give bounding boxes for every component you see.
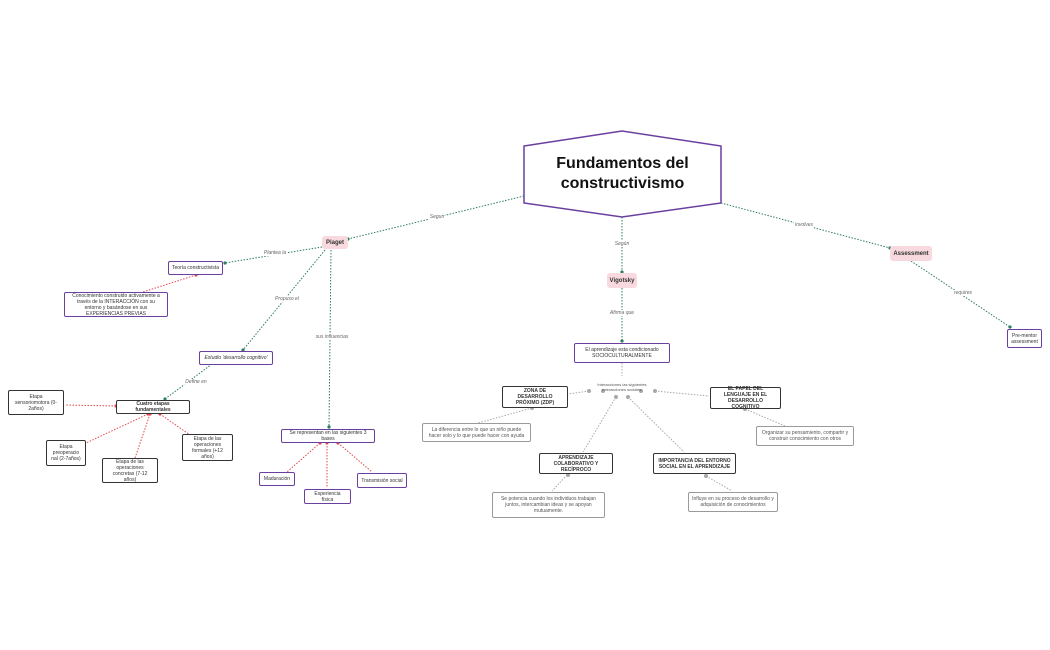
node-zdp[interactable]: ZONA DE DESARROLLO PRÓXIMO (ZDP) (502, 386, 568, 408)
label-segun-center: Según (613, 241, 631, 247)
main-topic-title[interactable]: Fundamentos del constructivismo (556, 155, 689, 192)
link-piaget-estudio (242, 249, 326, 351)
link-inter-entorno (627, 396, 685, 453)
node-piaget[interactable]: Piaget (322, 236, 348, 249)
link-estudio-cuatro (164, 363, 213, 400)
link-bases-transmision (337, 442, 373, 473)
label-define-en: Define en (184, 379, 208, 385)
label-afirma-que: Afirma que (608, 310, 636, 316)
node-transmision-social[interactable]: Transmisión social (357, 473, 407, 488)
node-teoria-constructivista[interactable]: Teoría constructivista (168, 261, 223, 275)
node-vigotsky[interactable]: Vigotsky (607, 273, 637, 288)
label-segun-left: Segun (428, 214, 446, 220)
node-experiencia-fisica[interactable]: Experiencia física (304, 489, 351, 504)
link-teoria-conocimiento (142, 274, 197, 293)
link-inter-lenguaje (654, 390, 710, 397)
node-zdp-desc[interactable]: La diferencia entre lo que un niño puede… (422, 423, 531, 442)
node-colaborativo[interactable]: APRENDIZAJE COLABORATIVO Y RECÍPROCO (539, 453, 613, 474)
link-cuatro-concretas (134, 413, 151, 459)
link-cuatro-sensoriomotora (65, 404, 117, 407)
node-aprendizaje-condicionado[interactable]: El aprendizaje esta condicionado SOCIOCU… (574, 343, 670, 363)
link-cuatro-formales (159, 413, 191, 436)
node-estudio-desarrollo[interactable]: Estudio 'desarrollo cognitivo' (199, 351, 273, 365)
link-inter-colaborativo (582, 396, 617, 453)
label-plantea-la: Plantea la (262, 250, 288, 256)
node-etapa-concretas[interactable]: Etapa de las operaciones concretas (7-12… (102, 458, 158, 483)
node-colaborativo-desc[interactable]: Se potencia cuando los individuos trabaj… (492, 492, 605, 518)
link-zdp-desc (477, 407, 533, 424)
label-propuso-el: Propuso el (274, 296, 300, 302)
node-etapa-preoperacional[interactable]: Etapa preoperacio nal (2-7años) (46, 440, 86, 466)
label-interacciones: Interacciones las siguientes interaccion… (597, 381, 647, 392)
node-etapa-formales[interactable]: Etapa de las operaciones formales (+12 a… (182, 434, 233, 461)
link-colab-desc (551, 474, 568, 492)
link-inter-zdp (567, 390, 590, 395)
node-lenguaje-desc[interactable]: Organizar su pensamiento, compartir y co… (756, 426, 854, 446)
link-assessment-pre (910, 260, 1011, 328)
node-etapa-sensoriomotora[interactable]: Etapa sensoriomotora (0-2años) (8, 390, 64, 415)
link-bases-maduracion (286, 442, 321, 473)
label-sus-influencias: sus influencias (314, 334, 350, 340)
node-assessment[interactable]: Assessment (890, 246, 932, 261)
node-se-representan[interactable]: Se representan en las siguientes 3 bases (281, 429, 375, 443)
node-pre-mentor-assessment[interactable]: Pre-mentor assessment (1007, 329, 1042, 348)
node-entorno[interactable]: IMPORTANCIA DEL ENTORNO SOCIAL EN EL APR… (653, 453, 736, 474)
link-lenguaje-desc (744, 408, 786, 427)
label-involves: involves (793, 222, 815, 228)
node-maduracion[interactable]: Maduración (259, 472, 295, 486)
label-requires: requires (952, 290, 974, 296)
node-lenguaje[interactable]: EL PAPEL DEL LENGUAJE EN EL DESARROLLO C… (710, 386, 781, 410)
node-conocimiento[interactable]: Conocimiento construido activamente a tr… (64, 292, 168, 317)
link-entorno-desc (705, 475, 733, 492)
node-cuatro-etapas[interactable]: Cuatro etapas fundamentales (116, 400, 190, 414)
link-cuatro-preoperacional (85, 413, 149, 444)
node-entorno-desc[interactable]: Influye en su proceso de desarrollo y ad… (688, 492, 778, 512)
link-piaget-se-representan (328, 249, 332, 428)
